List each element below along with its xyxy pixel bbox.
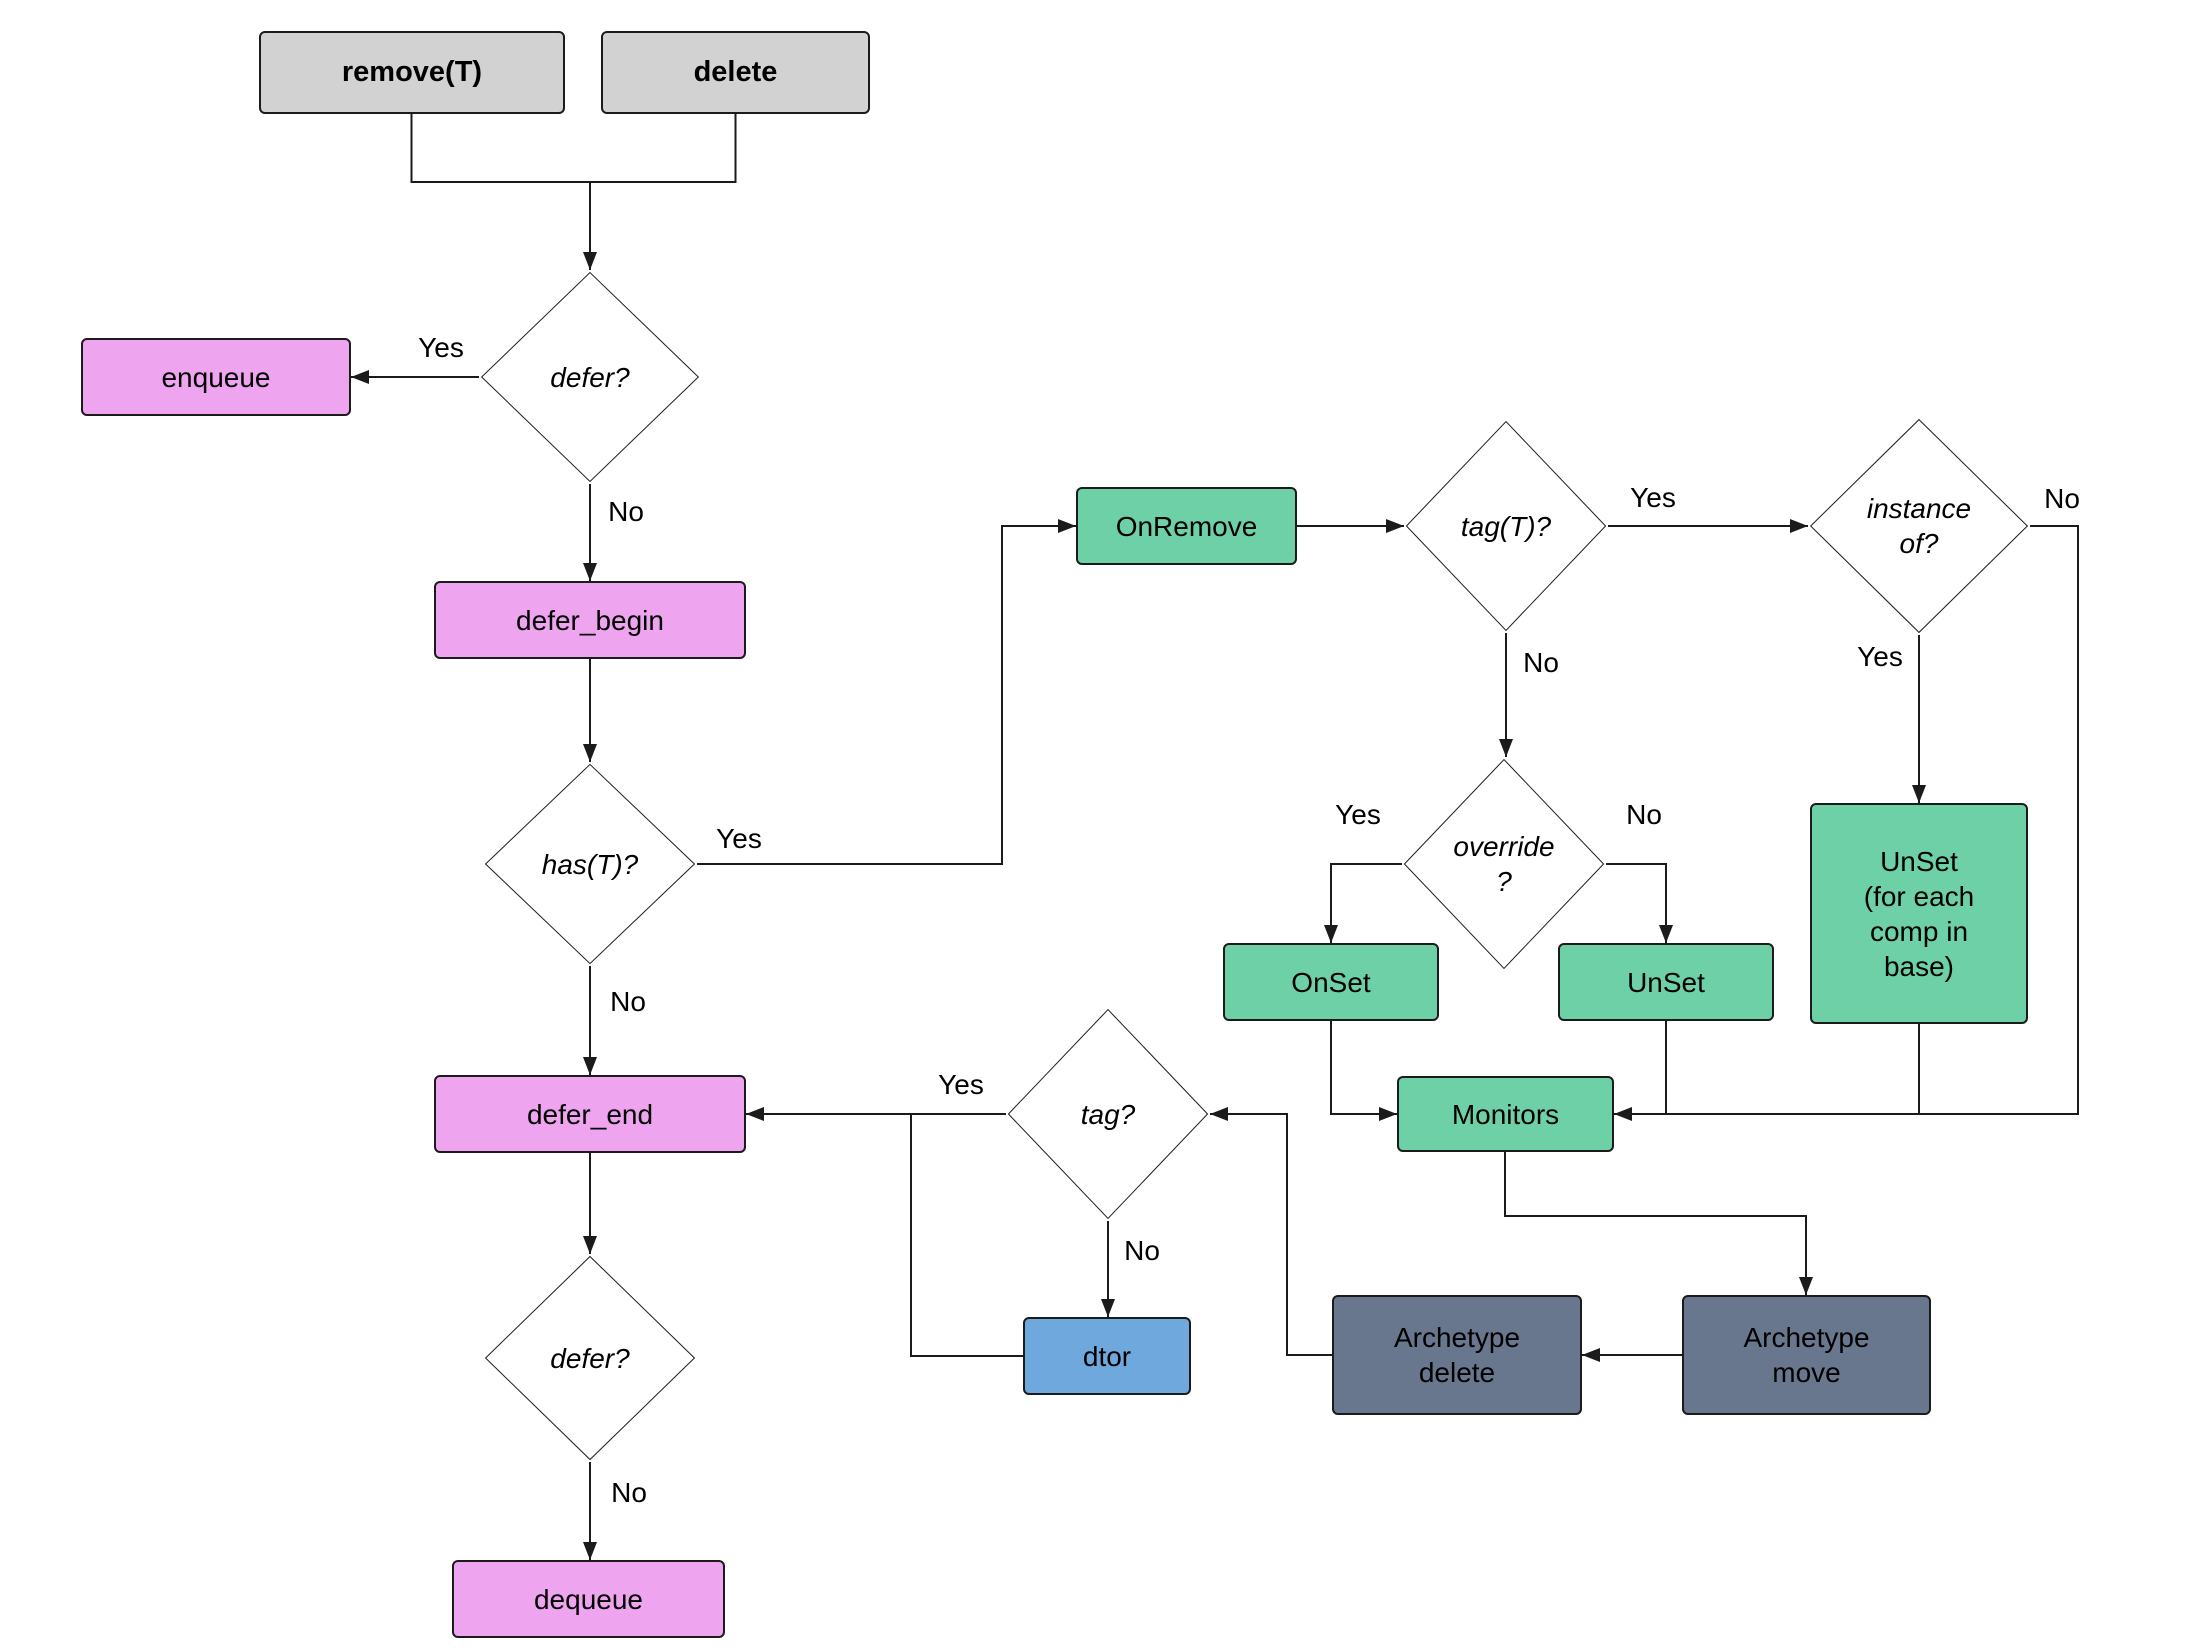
decision-has-t-label: has(T)? [541,848,639,880]
decision-tag-t: tag(T)? [1404,419,1608,633]
decision-tag-label: tag? [1080,1098,1136,1130]
label-hast-yes: Yes [716,823,762,854]
node-dequeue-label: dequeue [533,1583,643,1615]
node-monitors-label: Monitors [1451,1098,1560,1130]
label-defer2-no: No [611,1477,647,1508]
node-dequeue: dequeue [452,1560,725,1638]
label-override-yes: Yes [1335,799,1381,830]
node-defer-end-label: defer_end [526,1098,654,1130]
node-archetype-delete: Archetype delete [1332,1295,1582,1415]
edge-monitors-archetypemove [1504,1152,1813,1295]
node-defer-end: defer_end [434,1075,746,1153]
node-archetype-move-label: Archetype move [1743,1322,1870,1388]
label-tag-yes: Yes [938,1069,984,1100]
diamond-shape [483,1254,697,1462]
node-unset-base: UnSet (for each comp in base) [1810,803,2028,1024]
edge-override-no-unset [1606,863,1673,943]
node-defer-begin-label: defer_begin [516,604,664,636]
label-tag-no: No [1124,1235,1160,1266]
node-on-remove: OnRemove [1076,487,1297,565]
diamond-shape [479,270,701,484]
label-hast-no: No [610,986,646,1017]
decision-override-label: override ? [1453,831,1555,897]
node-delete-label: delete [693,56,778,89]
node-on-set-label: OnSet [1291,966,1371,998]
label-instance-no: No [2044,483,2080,514]
decision-defer-1-label: defer? [550,361,630,393]
label-defer1-yes: Yes [418,332,464,363]
node-remove-t: remove(T) [259,31,565,114]
decision-override: override ? [1402,757,1606,971]
node-archetype-move: Archetype move [1682,1295,1931,1415]
node-unset-label: UnSet [1627,966,1705,998]
decision-instance-of: instance of? [1808,417,2030,635]
diamond-shape [1404,419,1608,633]
label-override-no: No [1626,799,1662,830]
diamond-shape [1402,757,1606,971]
label-tagt-yes: Yes [1630,482,1676,513]
decision-instance-of-label: instance of? [1866,493,1972,559]
node-unset: UnSet [1558,943,1774,1021]
node-remove-t-label: remove(T) [341,56,483,89]
node-monitors: Monitors [1397,1076,1614,1152]
node-enqueue: enqueue [81,338,351,416]
node-unset-base-label: UnSet (for each comp in base) [1863,845,1975,982]
diamond-shape [1808,417,2030,635]
decision-tag-t-label: tag(T)? [1460,510,1552,542]
edge-dtor-join [910,1114,1023,1357]
node-delete: delete [601,31,870,114]
edge-sources-merge [410,114,737,183]
edge-onset-monitors [1330,1021,1397,1121]
node-defer-begin: defer_begin [434,581,746,659]
edge-archetypedelete-tag [1210,1107,1332,1356]
decision-defer-2-label: defer? [550,1342,630,1374]
node-enqueue-label: enqueue [161,361,271,393]
node-archetype-delete-label: Archetype delete [1393,1322,1521,1388]
edge-override-yes-onset [1324,863,1402,943]
edge-instanceof-no-monitors [1614,525,2079,1121]
label-tagt-no: No [1523,647,1559,678]
diamond-shape [483,762,697,966]
node-dtor: dtor [1023,1317,1191,1395]
edge-hast-yes-onremove [697,519,1076,865]
diamond-shape [1006,1007,1210,1221]
node-on-set: OnSet [1223,943,1439,1021]
node-dtor-label: dtor [1082,1340,1132,1372]
label-instance-yes: Yes [1857,641,1903,672]
decision-tag: tag? [1006,1007,1210,1221]
decision-defer-1: defer? [479,270,701,484]
node-on-remove-label: OnRemove [1115,510,1258,542]
label-defer1-no: No [608,496,644,527]
decision-has-t: has(T)? [483,762,697,966]
decision-defer-2: defer? [483,1254,697,1462]
